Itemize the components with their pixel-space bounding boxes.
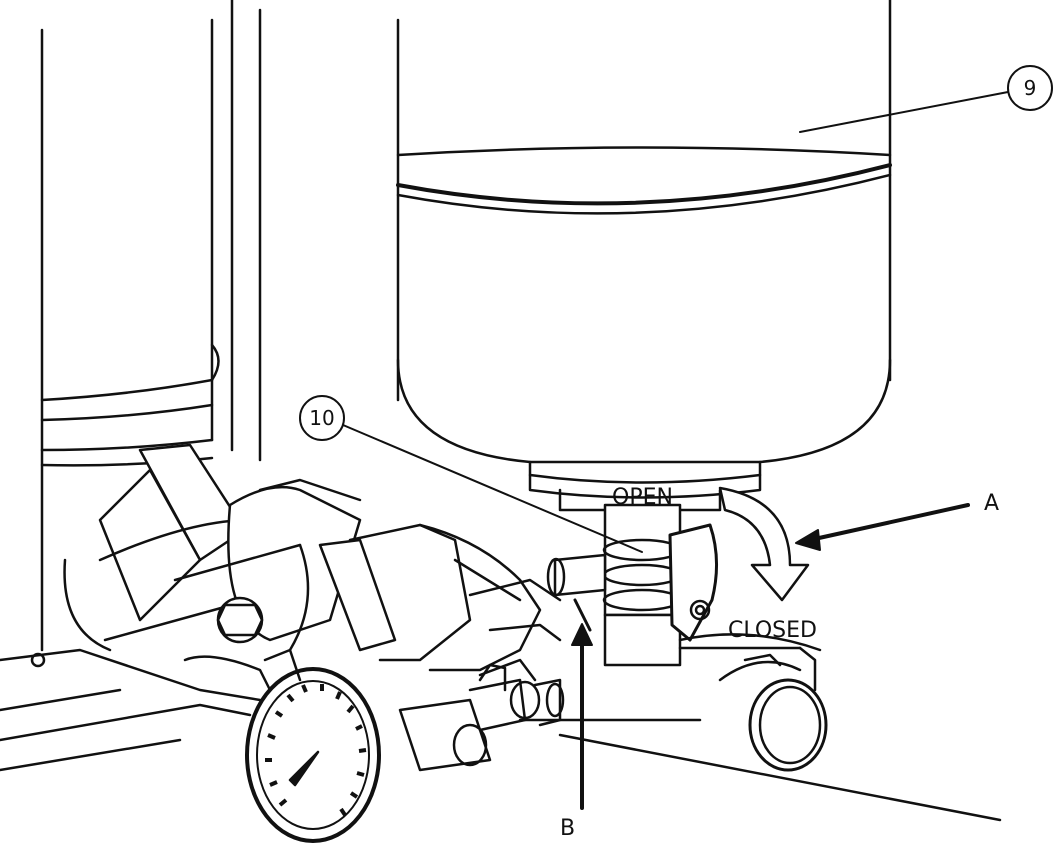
- callout-9-circle: [1007, 65, 1053, 111]
- label-a: A: [984, 491, 1000, 516]
- base-plate: [0, 648, 262, 772]
- left-cylinder: [40, 0, 262, 652]
- pressure-gauge: [183, 648, 381, 843]
- horizontal-pipe: [518, 633, 1002, 822]
- ball-valve: [546, 503, 719, 667]
- label-b: B: [560, 816, 576, 841]
- label-open: OPEN: [612, 485, 673, 510]
- pipe-fittings: [398, 663, 565, 772]
- arrow-a: [795, 503, 970, 551]
- callout-10-circle: [299, 395, 345, 441]
- callout-10-leader: [342, 424, 643, 553]
- callout-9-label: 9: [1023, 76, 1037, 100]
- gauge-ticks: [265, 684, 367, 817]
- callout-9-leader: [799, 91, 1009, 133]
- rotation-arrow: [718, 486, 810, 602]
- expansion-tank: [396, 0, 892, 512]
- pump-body: [63, 443, 562, 682]
- callout-10-label: 10: [309, 406, 335, 430]
- arrow-b: [571, 623, 593, 810]
- label-closed: CLOSED: [728, 618, 817, 643]
